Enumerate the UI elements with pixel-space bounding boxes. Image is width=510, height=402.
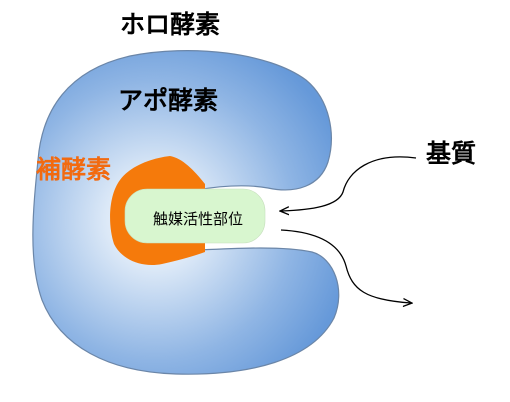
coenzyme-label: 補酵素 — [36, 155, 112, 184]
apoenzyme-label: アポ酵素 — [118, 86, 219, 115]
product-out-arrow — [280, 229, 411, 303]
holoenzyme-label: ホロ酵素 — [120, 10, 221, 39]
active-site-shape — [124, 188, 266, 244]
substrate-label: 基質 — [426, 139, 477, 168]
substrate-in-arrow — [281, 156, 417, 211]
active-site-label: 触媒活性部位 — [153, 210, 244, 228]
